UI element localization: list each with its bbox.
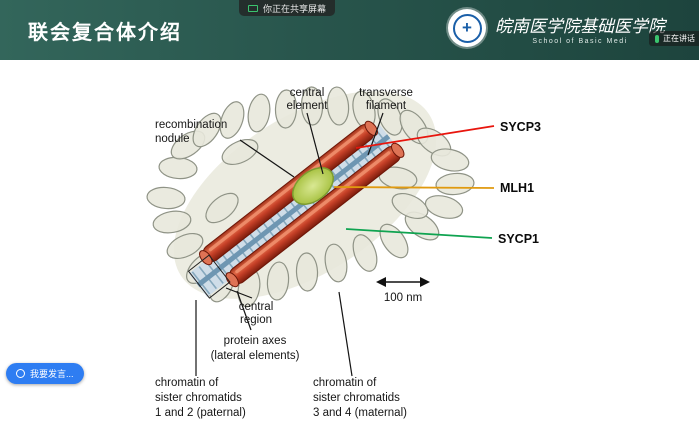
- mlh1-label: MLH1: [500, 181, 534, 195]
- sycp1-label: SYCP1: [498, 232, 539, 246]
- school-brand: + 皖南医学院基础医学院 School of Basic Medi: [448, 9, 665, 47]
- screen-share-banner: 你正在共享屏幕: [239, 0, 336, 16]
- raise-hand-icon: [16, 369, 25, 378]
- speaking-text: 正在讲话: [663, 34, 695, 43]
- sycp3-callout-line: [355, 125, 495, 149]
- synaptonemal-complex-diagram: 100 nm SYCP3 MLH1 SYCP1 central element …: [146, 86, 541, 419]
- chromatin-right-label-line2: sister chromatids: [313, 392, 400, 404]
- protein-axes-label-line2: (lateral elements): [211, 350, 300, 362]
- chromatin-right-label-line3: 3 and 4 (maternal): [313, 407, 407, 419]
- sycp3-label: SYCP3: [500, 120, 541, 134]
- school-logo: +: [448, 9, 486, 47]
- scale-label: 100 nm: [384, 292, 422, 304]
- central-region-bracket: [187, 254, 231, 299]
- slide-header: 联会复合体介绍 + 皖南医学院基础医学院 School of Basic Med…: [0, 0, 699, 60]
- transverse-filament-label-line2: filament: [366, 100, 407, 112]
- raise-hand-button[interactable]: 我要发言...: [6, 363, 84, 384]
- speaking-indicator: 正在讲话: [649, 31, 699, 46]
- central-region-ladder: [188, 124, 398, 298]
- medical-cross-icon: +: [452, 13, 482, 43]
- transverse-filament-label-line1: transverse: [359, 87, 413, 99]
- central-element-label-line1: central: [290, 87, 325, 99]
- sycp1-callout-line: [345, 228, 493, 239]
- recombination-nodule-label-line2: nodule: [155, 133, 190, 145]
- slide-title: 联会复合体介绍: [28, 21, 182, 44]
- recombination-nodule-label-line1: recombination: [155, 119, 227, 131]
- central-region-label-line2: region: [240, 314, 272, 326]
- raise-hand-label: 我要发言...: [30, 369, 74, 379]
- lateral-element-rod-b: [225, 142, 405, 288]
- screen-share-text: 你正在共享屏幕: [263, 3, 327, 14]
- protein-axes-label-line1: protein axes: [224, 335, 287, 347]
- chromatin-left-label-line2: sister chromatids: [155, 392, 242, 404]
- central-region-label-line1: central: [239, 301, 274, 313]
- school-name-block: 皖南医学院基础医学院 School of Basic Medi: [495, 12, 665, 45]
- recombination-nodule-shape: [292, 167, 334, 205]
- school-name-cn: 皖南医学院基础医学院: [495, 16, 665, 37]
- central-element-label-line2: element: [287, 100, 329, 112]
- chromatin-right-label-line1: chromatin of: [313, 377, 377, 389]
- mlh1-callout-line: [333, 186, 495, 189]
- school-name-en: School of Basic Medi: [532, 37, 628, 45]
- screen-share-icon: [248, 4, 258, 12]
- label-leader-lines: [195, 112, 384, 377]
- scale-bar: 100 nm: [376, 277, 430, 304]
- microphone-icon: [655, 34, 659, 43]
- chromatin-left-label-line1: chromatin of: [155, 377, 219, 389]
- chromatin-left-label-line3: 1 and 2 (paternal): [155, 407, 246, 419]
